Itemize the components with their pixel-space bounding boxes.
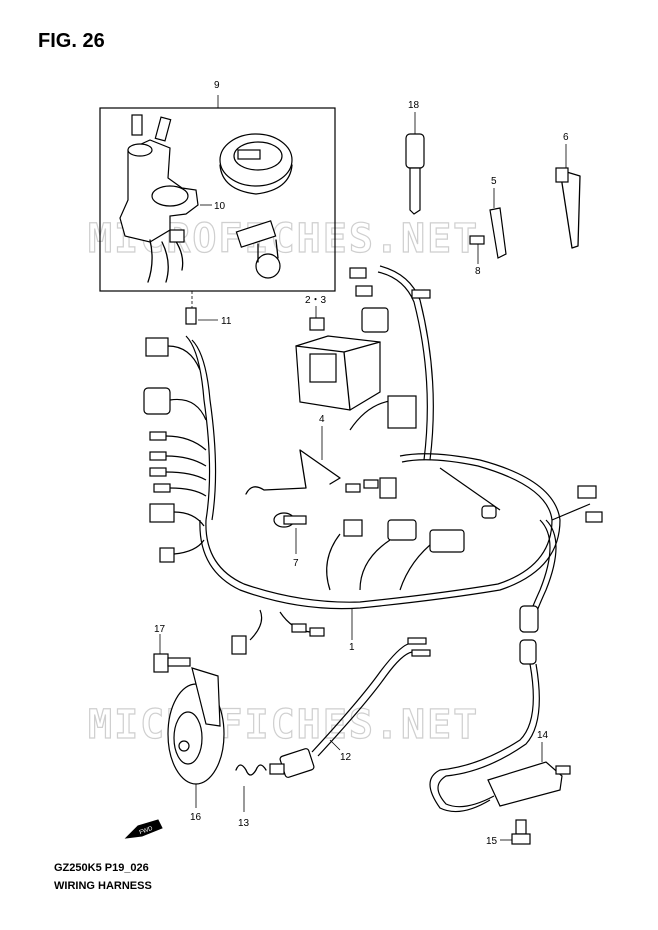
bolt-17 [153, 634, 191, 673]
ignition-cover [219, 133, 293, 195]
lower-connectors [231, 623, 325, 655]
right-connectors [519, 485, 603, 665]
bolt-15 [500, 819, 531, 845]
callout-16: 16 [190, 812, 202, 823]
callout-12: 12 [340, 752, 352, 763]
left-connectors [143, 337, 207, 563]
callout-2-3: 2・3 [305, 295, 327, 306]
callout-13: 13 [238, 818, 250, 829]
side-stand-switch [429, 663, 571, 813]
callout-8: 8 [475, 266, 481, 277]
lock-clip [235, 220, 281, 279]
wire-bracket [245, 426, 341, 495]
fuse-box [295, 306, 381, 411]
callout-15: 15 [486, 836, 498, 847]
center-connectors [343, 505, 497, 553]
clamp-bracket [469, 188, 507, 264]
bolt-7 [273, 512, 307, 554]
forward-direction-arrow: FWD [124, 819, 163, 839]
figure-title: FIG. 26 [38, 30, 105, 52]
ignition-switch [119, 114, 212, 283]
ignition-switch-assembly-box [99, 95, 336, 292]
bolt-11 [185, 291, 218, 325]
callout-5: 5 [491, 176, 497, 187]
fwd-label: FWD [139, 826, 155, 837]
callout-11: 11 [221, 316, 232, 327]
model-code: GZ250K5 P19_026 [54, 862, 149, 874]
callout-6: 6 [563, 132, 569, 143]
callout-7: 7 [293, 558, 299, 569]
callout-14: 14 [537, 730, 549, 741]
callout-1: 1 [349, 642, 355, 653]
cable-tie [555, 144, 581, 249]
callout-4: 4 [319, 414, 325, 425]
watermark-lower: MICROFICHES.NET [88, 702, 479, 748]
horn [167, 667, 225, 808]
callout-9: 9 [214, 80, 220, 91]
callout-18: 18 [408, 100, 420, 111]
callout-10: 10 [214, 201, 226, 212]
ignition-key [405, 112, 425, 215]
upper-connectors [345, 267, 431, 499]
callout-17: 17 [154, 624, 166, 635]
rear-brake-switch [235, 637, 431, 812]
section-name: WIRING HARNESS [54, 880, 152, 892]
